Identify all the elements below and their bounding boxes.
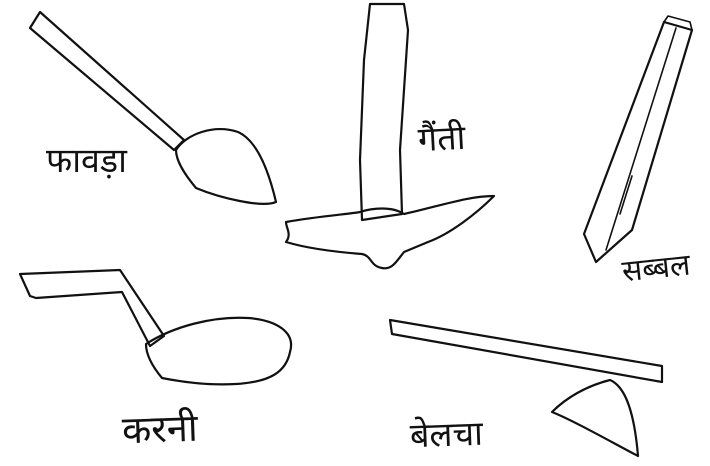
label-gainti: गैंती <box>417 121 466 157</box>
label-karni: करनी <box>121 409 198 450</box>
label-fawda: फावड़ा <box>46 144 127 178</box>
karni-drawing <box>20 270 291 384</box>
sabbal-drawing <box>584 16 692 262</box>
label-belcha: बेलचा <box>409 417 483 454</box>
label-sabbal: सब्बल <box>621 251 692 288</box>
